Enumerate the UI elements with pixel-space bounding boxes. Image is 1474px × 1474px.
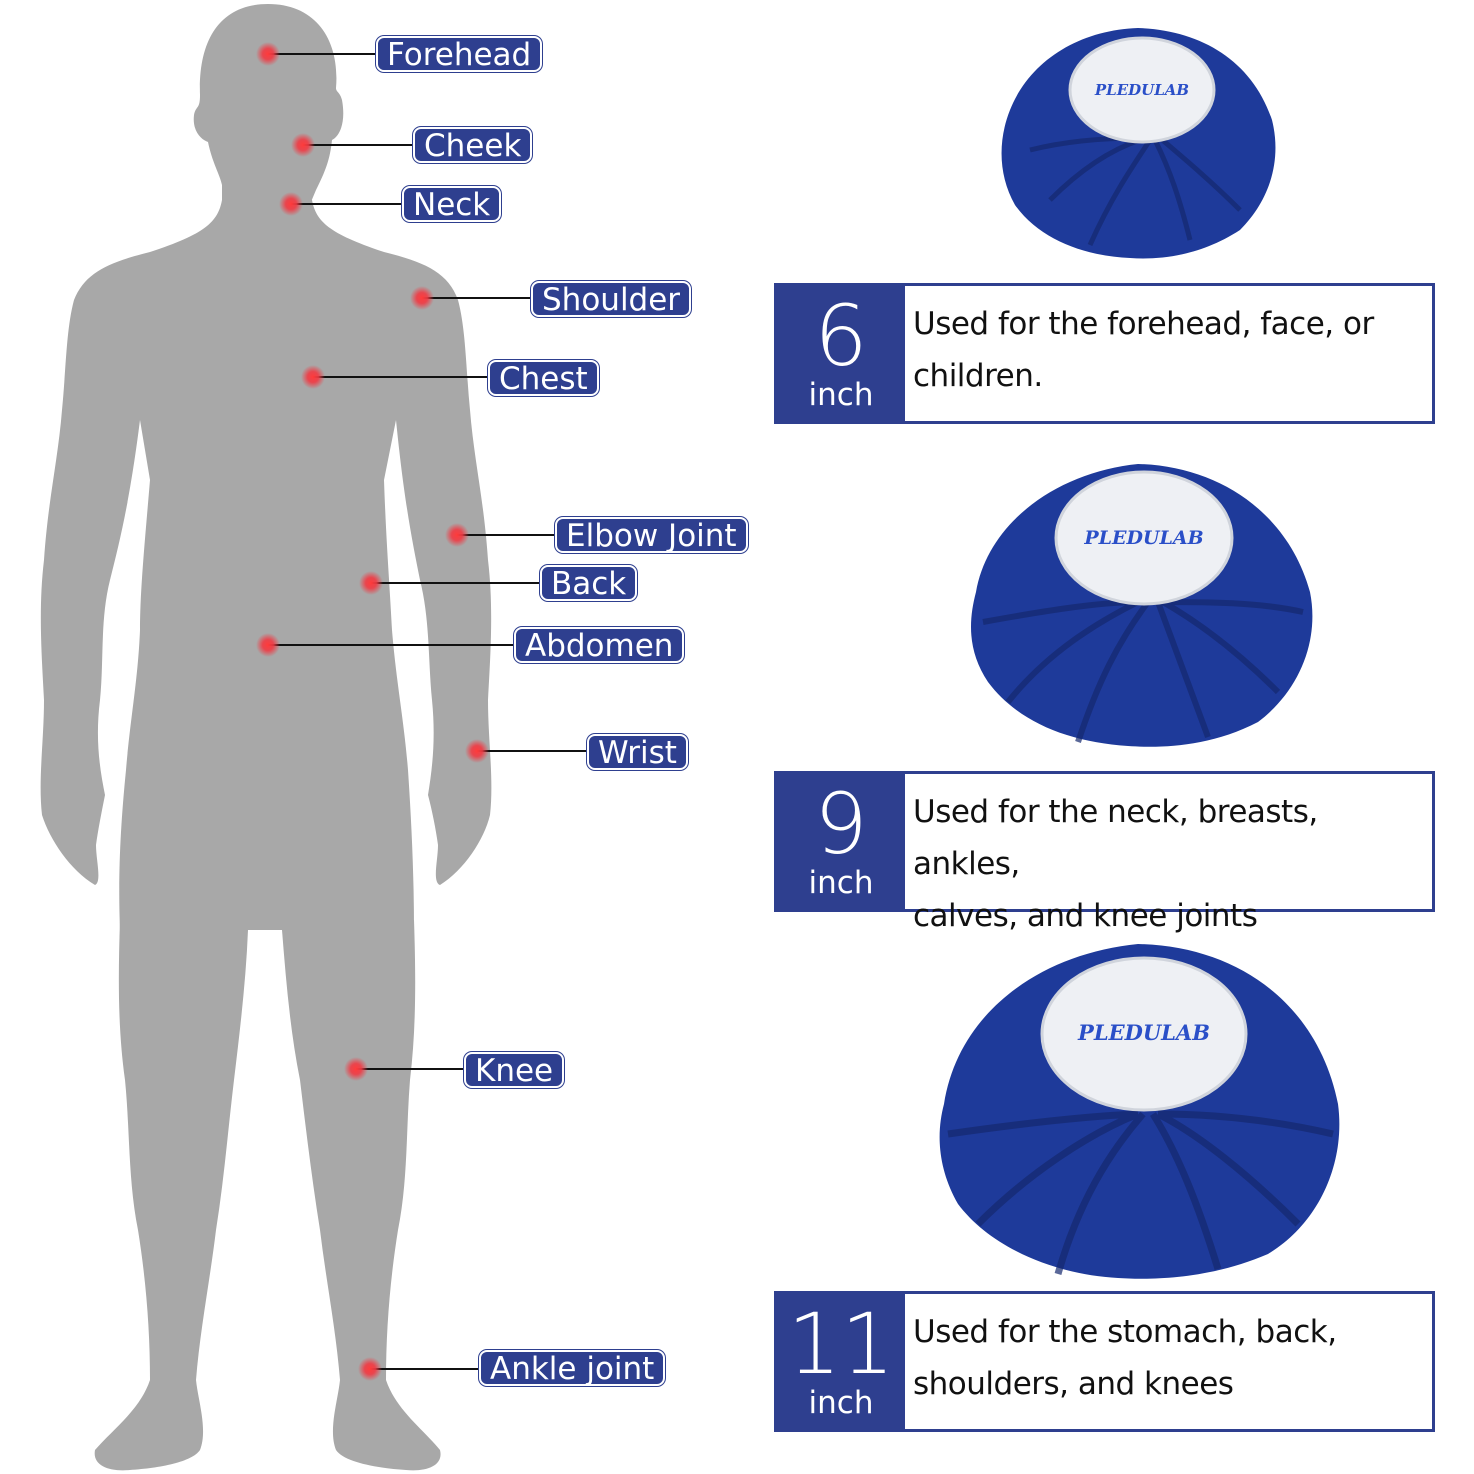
ice-bag-9-inch: PLEDULAB: [971, 464, 1313, 747]
label-back: Back: [540, 565, 638, 601]
marker-ankle: [358, 1357, 382, 1381]
leader-lines: [268, 53, 589, 1370]
description-line: Used for the neck, breasts, ankles,: [913, 794, 1318, 882]
size-description-6: Used for the forehead, face, or children…: [913, 298, 1426, 402]
description-line: Used for the forehead, face, or: [913, 306, 1374, 342]
label-wrist: Wrist: [587, 734, 688, 770]
size-description-9: Used for the neck, breasts, ankles, calv…: [913, 786, 1426, 942]
marker-neck: [279, 192, 303, 216]
marker-back: [359, 571, 383, 595]
marker-chest: [301, 365, 325, 389]
size-number: 9: [814, 775, 868, 873]
size-badge-6: 6 inch: [777, 286, 905, 421]
marker-wrist: [465, 739, 489, 763]
brand-logo-6: PLEDULAB: [1094, 81, 1189, 99]
brand-logo-11: PLEDULAB: [1077, 1020, 1210, 1045]
size-badge-9: 9 inch: [777, 774, 905, 909]
label-forehead: Forehead: [376, 36, 543, 72]
size-unit: inch: [808, 1385, 874, 1421]
description-line: Used for the stomach, back,: [913, 1314, 1337, 1350]
label-chest: Chest: [488, 360, 599, 396]
size-card-9: 9 inch Used for the neck, breasts, ankle…: [774, 771, 1435, 934]
size-unit: inch: [808, 377, 874, 413]
size-card-6: 6 inch Used for the forehead, face, or c…: [774, 283, 1435, 424]
description-line: shoulders, and knees: [913, 1366, 1234, 1402]
label-knee: Knee: [464, 1052, 565, 1088]
size-number: 6: [814, 287, 868, 385]
ice-bag-6-inch: PLEDULAB: [1001, 28, 1276, 259]
marker-elbow: [445, 523, 469, 547]
brand-logo-9: PLEDULAB: [1083, 527, 1203, 549]
marker-forehead: [256, 42, 280, 66]
label-abdomen: Abdomen: [514, 627, 685, 663]
description-line: children.: [913, 358, 1043, 394]
marker-knee: [344, 1057, 368, 1081]
label-shoulder: Shoulder: [531, 281, 692, 317]
size-badge-11: 11 inch: [777, 1294, 905, 1429]
human-silhouette: [40, 4, 492, 1471]
marker-shoulder: [410, 286, 434, 310]
point-markers: [256, 42, 489, 1381]
size-description-11: Used for the stomach, back, shoulders, a…: [913, 1306, 1426, 1410]
body-silhouette-diagram: [40, 4, 589, 1471]
size-number: 11: [787, 1295, 895, 1393]
marker-abdomen: [256, 633, 280, 657]
label-cheek: Cheek: [413, 127, 533, 163]
label-ankle: Ankle joint: [479, 1350, 666, 1386]
size-card-11: 11 inch Used for the stomach, back, shou…: [774, 1291, 1435, 1432]
ice-bag-11-inch: PLEDULAB: [939, 944, 1340, 1279]
marker-cheek: [291, 133, 315, 157]
size-unit: inch: [808, 865, 874, 901]
description-line: calves, and knee joints: [913, 898, 1258, 934]
label-elbow: Elbow Joint: [555, 517, 748, 553]
label-neck: Neck: [402, 186, 502, 222]
